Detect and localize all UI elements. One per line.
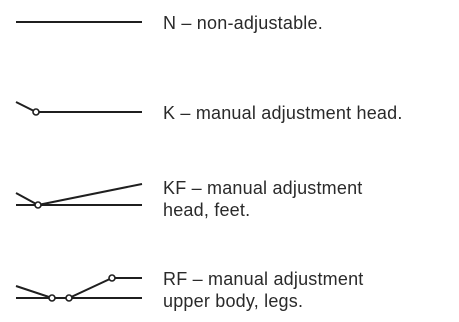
- legend-item-k: K – manual adjustment head.: [0, 82, 459, 142]
- legend-item-rf: RF – manual adjustment upper body, legs.: [0, 262, 459, 322]
- upper-body-legs-adjustment-icon: [15, 274, 142, 302]
- head-feet-adjustment-icon: [15, 183, 143, 209]
- legend-label-n: N – non-adjustable.: [163, 13, 323, 33]
- non-adjustable-icon: [16, 21, 142, 23]
- legend-item-n: N – non-adjustable.: [0, 0, 459, 60]
- legend-item-kf: KF – manual adjustment head, feet.: [0, 170, 459, 230]
- legend-label-k: K – manual adjustment head.: [163, 103, 403, 123]
- legend-label-rf: RF – manual adjustment upper body, legs.: [163, 269, 364, 311]
- legend-label-kf: KF – manual adjustment head, feet.: [163, 178, 363, 220]
- head-adjustment-icon: [15, 101, 142, 116]
